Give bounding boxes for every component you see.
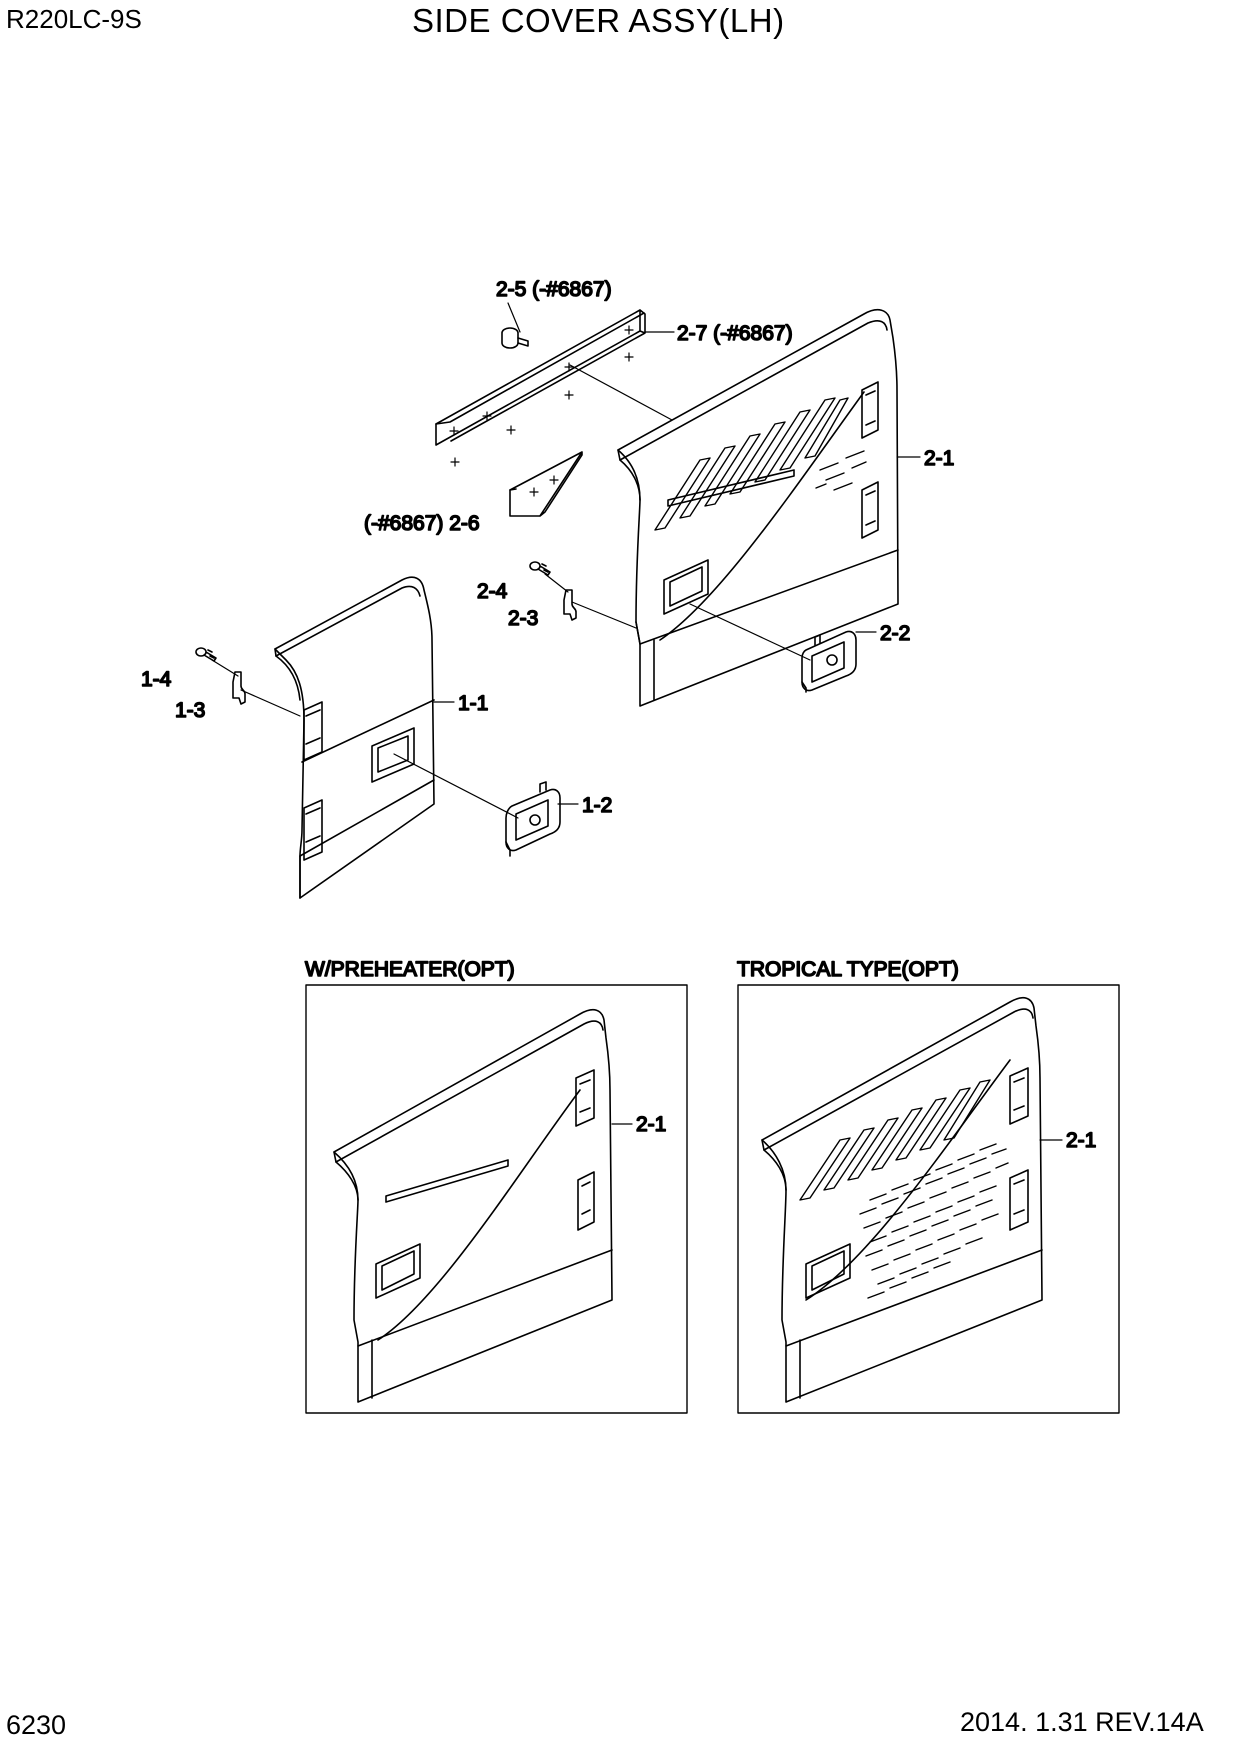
callout-2-1-tropical: 2-1 bbox=[1066, 1129, 1096, 1152]
bracket-1-3 bbox=[232, 671, 246, 705]
callout-1-2: 1-2 bbox=[582, 794, 612, 817]
pad-2-6 bbox=[509, 451, 583, 517]
page-title: SIDE COVER ASSY(LH) bbox=[412, 2, 785, 39]
callout-2-3: 2-3 bbox=[508, 607, 538, 630]
plate-2-7 bbox=[435, 309, 646, 467]
bolt-1-4 bbox=[195, 647, 217, 662]
leader-lines bbox=[211, 302, 921, 819]
side-cover-2-1 bbox=[617, 308, 899, 707]
model-number: R220LC-9S bbox=[6, 4, 142, 34]
callout-2-1: 2-1 bbox=[924, 447, 954, 470]
inset-caption-tropical: TROPICAL TYPE(OPT) bbox=[737, 958, 959, 981]
side-cover-1-1 bbox=[274, 576, 435, 899]
inset-caption-preheater: W/PREHEATER(OPT) bbox=[305, 958, 515, 981]
revision-date: 2014. 1.31 REV.14A bbox=[960, 1707, 1204, 1737]
rivet-2-5 bbox=[501, 327, 529, 349]
callout-1-3: 1-3 bbox=[175, 699, 205, 722]
callout-2-1-preheater: 2-1 bbox=[636, 1113, 666, 1136]
inset-frame-preheater bbox=[305, 984, 688, 1414]
page-number: 6230 bbox=[6, 1710, 67, 1740]
inset-frame-tropical bbox=[737, 984, 1120, 1414]
bolt-2-4 bbox=[529, 561, 551, 576]
bracket-2-3 bbox=[563, 589, 577, 621]
callout-2-5: 2-5 (-#6867) bbox=[496, 278, 612, 301]
callout-2-4: 2-4 bbox=[477, 580, 508, 603]
latch-1-2 bbox=[505, 781, 561, 857]
callout-1-4: 1-4 bbox=[141, 668, 172, 691]
callout-1-1: 1-1 bbox=[458, 692, 488, 715]
latch-2-2 bbox=[801, 630, 857, 693]
tropical-cover bbox=[761, 996, 1043, 1403]
preheater-cover bbox=[333, 1008, 613, 1403]
callout-2-6: (-#6867) 2-6 bbox=[364, 512, 480, 535]
callout-2-2: 2-2 bbox=[880, 622, 910, 645]
callout-2-7: 2-7 (-#6867) bbox=[677, 322, 793, 345]
